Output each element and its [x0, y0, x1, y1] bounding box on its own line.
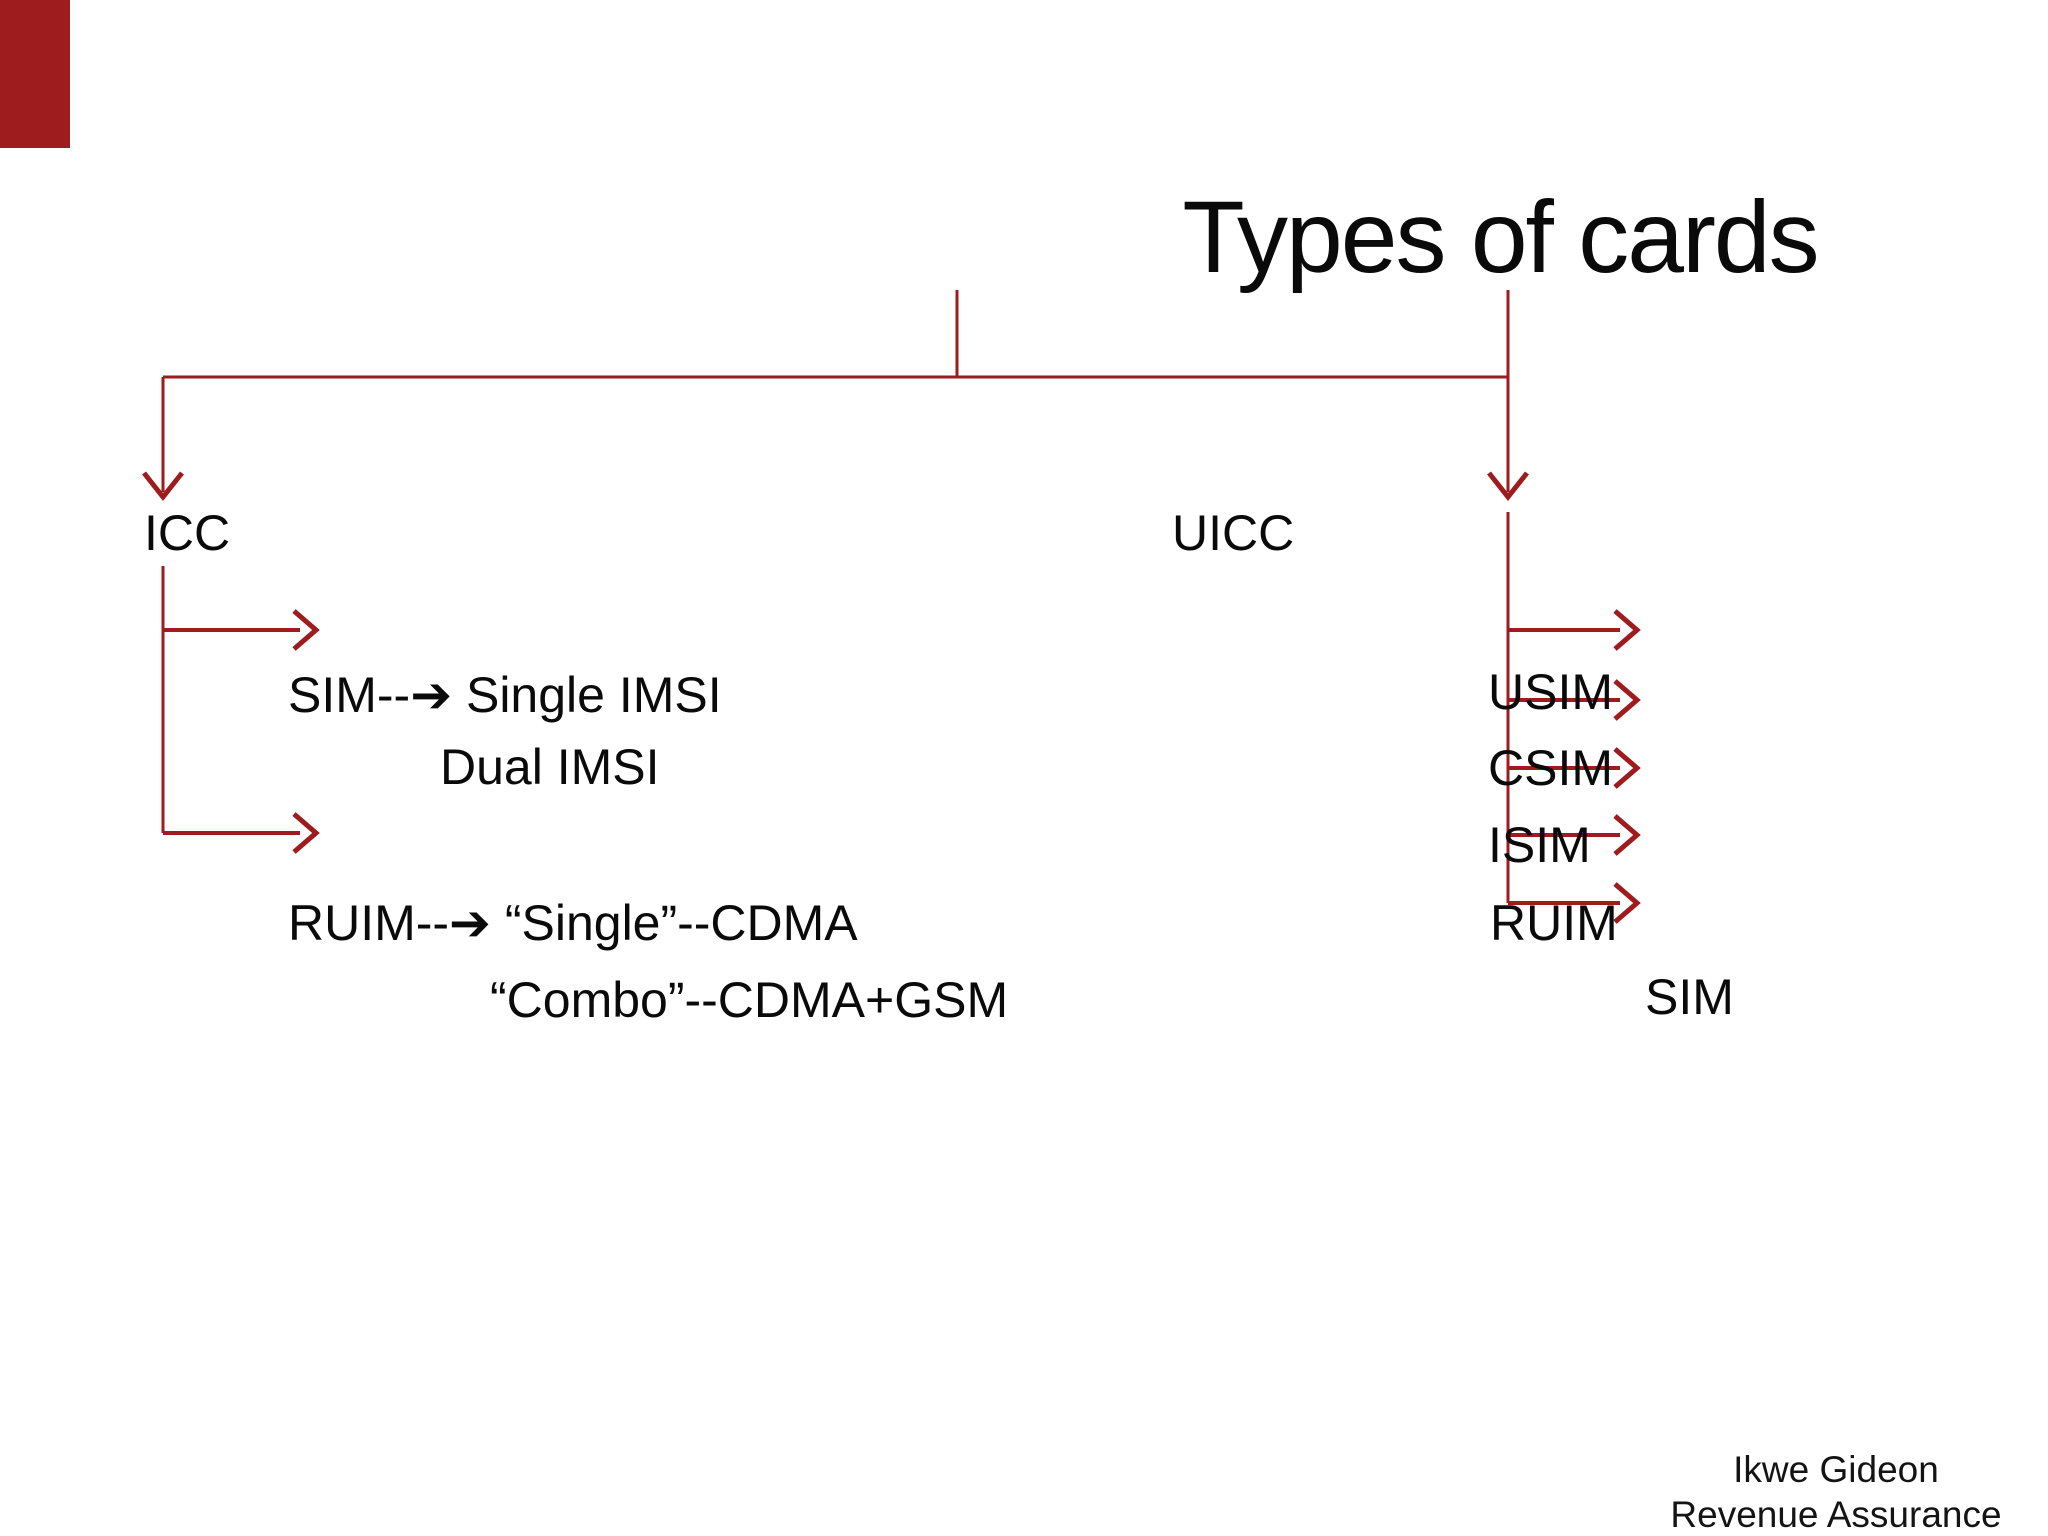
node-uicc: UICC	[1172, 505, 1295, 561]
slide-title: Types of cards	[1182, 180, 1819, 294]
arrowhead-right-usim-icon	[1613, 679, 1641, 721]
arrowhead-right-sim-icon	[292, 609, 320, 651]
node-usim: USIM	[1488, 664, 1613, 720]
arrowhead-right-ruim-icon	[292, 812, 320, 854]
arrowhead-right-ruim2-icon	[1613, 882, 1641, 924]
arrowhead-right-top-icon	[1613, 609, 1641, 651]
node-sim: SIM	[1645, 969, 1734, 1025]
arrowhead-down-uicc-icon	[1487, 471, 1529, 502]
footer-department: Revenue Assurance	[1670, 1494, 2002, 1535]
slide-footer: Ikwe Gideon Revenue Assurance	[1646, 1447, 2026, 1536]
node-ruim: RUIM	[1490, 895, 1618, 951]
red-corner-accent	[0, 0, 70, 148]
node-isim: ISIM	[1488, 817, 1591, 873]
node-csim: CSIM	[1488, 740, 1613, 796]
node-ruim-single-cdma: RUIM--➔ “Single”--CDMA	[288, 895, 858, 951]
node-dual-imsi: Dual IMSI	[440, 739, 660, 795]
arrowhead-down-icc-icon	[142, 471, 184, 502]
arrowhead-right-isim-icon	[1613, 814, 1641, 856]
arrowhead-right-csim-icon	[1613, 747, 1641, 789]
node-combo-cdma-gsm: “Combo”--CDMA+GSM	[490, 972, 1009, 1028]
node-sim-single-imsi: SIM--➔ Single IMSI	[288, 667, 722, 723]
footer-author-name: Ikwe Gideon	[1733, 1449, 1939, 1490]
node-icc: ICC	[144, 505, 231, 561]
